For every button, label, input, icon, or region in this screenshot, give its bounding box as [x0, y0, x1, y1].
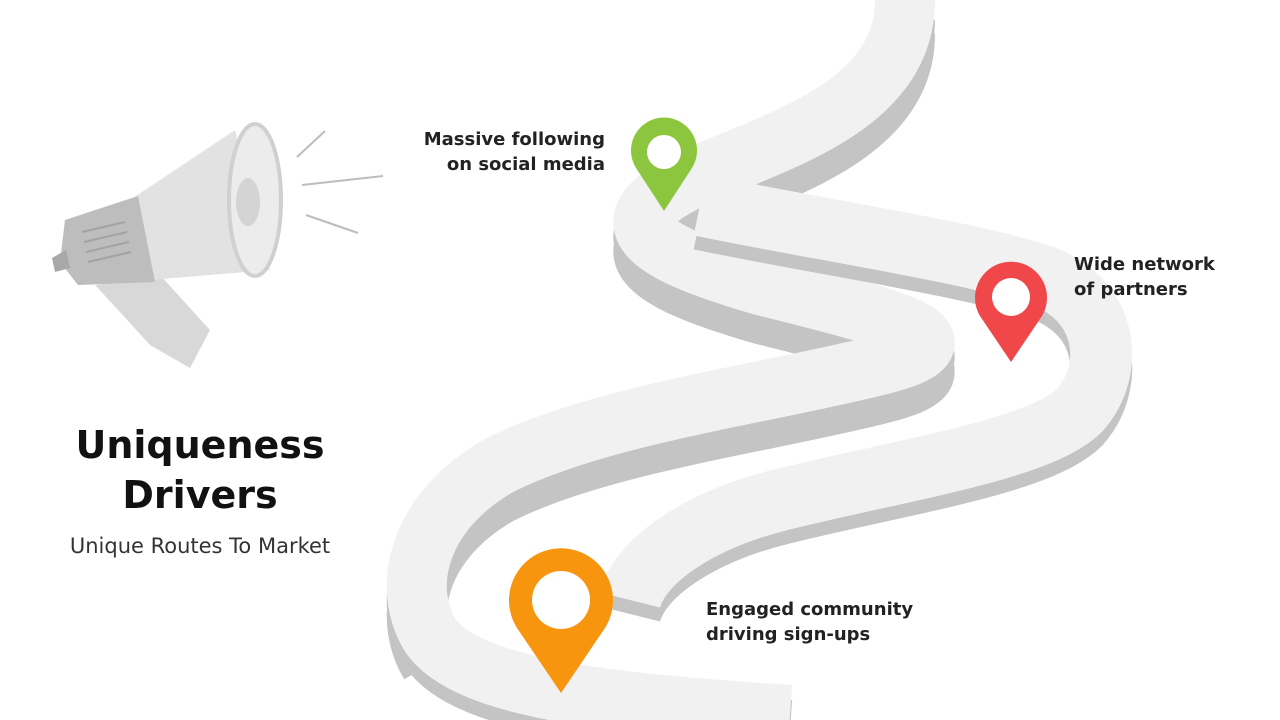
- milestone-label-line: on social media: [446, 154, 605, 175]
- megaphone-handle: [95, 275, 210, 368]
- map-pin-icon: [509, 548, 613, 693]
- sound-lines-icon: [296, 130, 384, 234]
- megaphone-icon: [52, 122, 283, 368]
- milestone-label-partners: Wide network of partners: [1074, 252, 1274, 302]
- megaphone-bell-inner: [236, 178, 260, 226]
- milestone-label-social-media: Massive following on social media: [380, 127, 605, 177]
- milestone-label-line: driving sign-ups: [706, 624, 871, 645]
- map-pin-icon: [975, 261, 1048, 362]
- milestone-label-line: Massive following: [423, 129, 605, 150]
- title-line: Drivers: [122, 473, 278, 517]
- milestone-label-line: of partners: [1074, 279, 1188, 300]
- megaphone-cap: [52, 250, 70, 272]
- title-line: Uniqueness: [75, 423, 325, 467]
- road-surface: [386, 0, 954, 720]
- road-bend-right: [599, 174, 1133, 624]
- page-title: Uniqueness Drivers: [40, 420, 360, 520]
- map-pin-icon: [631, 117, 698, 211]
- megaphone-grip: [60, 196, 155, 285]
- milestone-label-line: Engaged community: [706, 599, 914, 620]
- page-subtitle: Unique Routes To Market: [69, 534, 331, 558]
- milestone-label-line: Wide network: [1074, 254, 1215, 275]
- milestone-label-community: Engaged community driving sign-ups: [706, 597, 1006, 647]
